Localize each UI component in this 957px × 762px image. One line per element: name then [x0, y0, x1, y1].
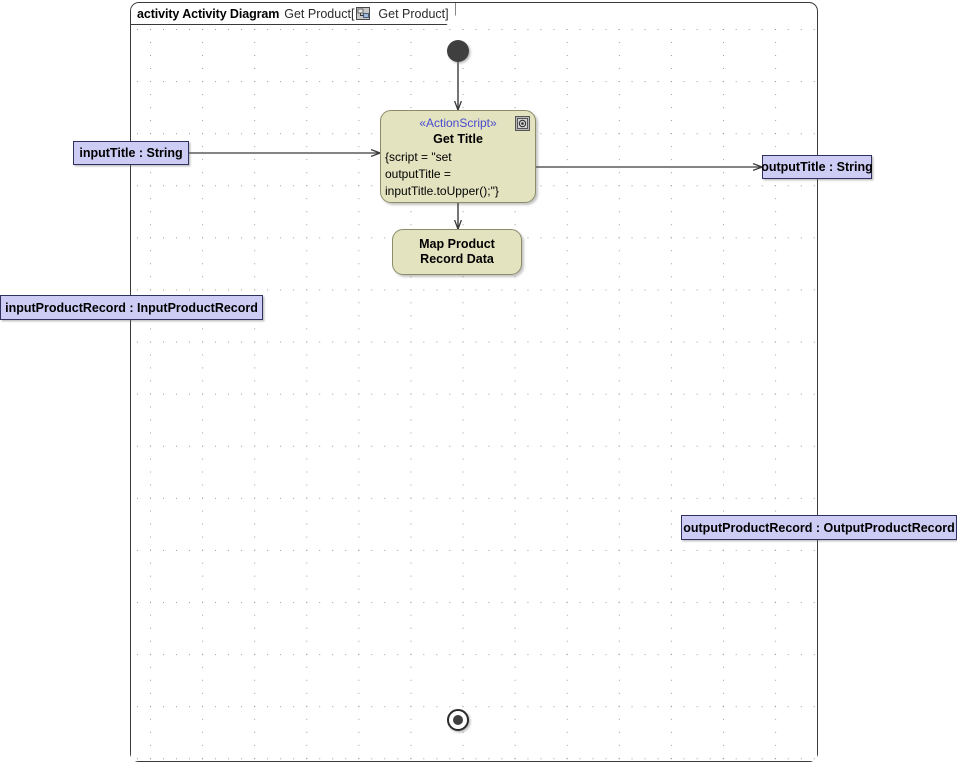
header-bracket-open: [: [350, 6, 355, 21]
diagram-kind-label: activity Activity Diagram: [137, 6, 280, 21]
diagram-name-label: Get Product: [284, 6, 351, 21]
parameter-node-input-title[interactable]: inputTitle : String: [73, 141, 189, 165]
activity-final-node[interactable]: [447, 709, 469, 731]
diagram-canvas[interactable]: [131, 25, 817, 761]
header-qualified-name: Get Product: [378, 6, 446, 21]
action-title-block: Map Product Record Data: [393, 230, 521, 274]
action-node-map-product-record-data[interactable]: Map Product Record Data: [392, 229, 522, 275]
header-bracket-close: ]: [445, 6, 449, 21]
action-node-get-title[interactable]: «ActionScript» Get Title {script = "set …: [380, 110, 536, 203]
action-stereotype-label: «ActionScript»: [419, 116, 497, 130]
action-title-label: Get Title: [433, 132, 483, 146]
action-title-line-2: Record Data: [420, 252, 494, 266]
action-title-line-1: Map Product: [419, 237, 495, 251]
activity-diagram-icon: [356, 7, 370, 20]
action-script-body: {script = "set outputTitle = inputTitle.…: [385, 150, 499, 198]
initial-node[interactable]: [447, 40, 469, 62]
diagram-frame-header: activity Activity Diagram Get Product [ …: [131, 3, 456, 25]
script-gear-icon[interactable]: [515, 116, 530, 131]
parameter-node-output-product-record[interactable]: outputProductRecord : OutputProductRecor…: [681, 515, 957, 540]
parameter-node-input-product-record[interactable]: inputProductRecord : InputProductRecord: [0, 295, 263, 320]
parameter-node-output-title[interactable]: outputTitle : String: [761, 155, 873, 179]
